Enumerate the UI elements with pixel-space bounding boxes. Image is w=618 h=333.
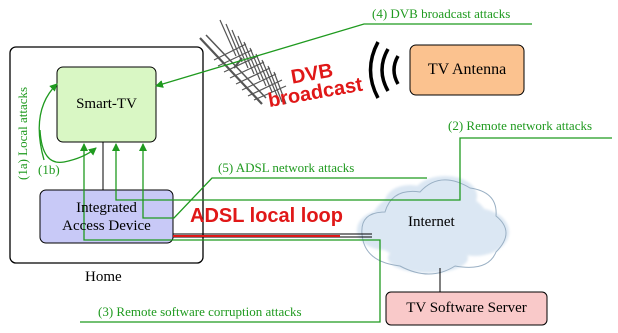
attack-2-label: (2) Remote network attacks (448, 118, 593, 133)
home-label: Home (85, 269, 122, 285)
tv-antenna-label: TV Antenna (427, 61, 507, 78)
attack-1b-label: (1b) (38, 162, 60, 177)
iad-box (39, 189, 174, 244)
smart-tv-label: Smart-TV (76, 96, 137, 112)
internet-label: Internet (408, 214, 455, 230)
signal-waves-icon (368, 41, 400, 99)
tv-server-label: TV Software Server (406, 300, 527, 316)
attack-1a-path (38, 83, 58, 161)
attack-3-path (80, 143, 381, 323)
attack-1b-path (39, 129, 97, 164)
attack-5-label: (5) ADSL network attacks (218, 160, 355, 175)
smart-tv-box (56, 66, 157, 143)
attack-1a-label: (1a) Local attacks (15, 86, 30, 180)
adsl-local-loop-label: ADSL local loop (190, 205, 343, 227)
tv-server-box (385, 291, 548, 326)
internet-cloud-icon (357, 176, 509, 275)
attack-4-path (155, 23, 532, 88)
home-boundary (9, 46, 204, 264)
yagi-antenna-icon (199, 19, 287, 105)
attack-2-path (112, 137, 612, 201)
attack-3-label: (3) Remote software corruption attacks (98, 304, 302, 319)
attack-4-label: (4) DVB broadcast attacks (372, 6, 511, 21)
tv-antenna-box (409, 44, 525, 96)
attack-5-path (139, 143, 427, 219)
iad-label: Integrated Access Device (62, 199, 151, 234)
